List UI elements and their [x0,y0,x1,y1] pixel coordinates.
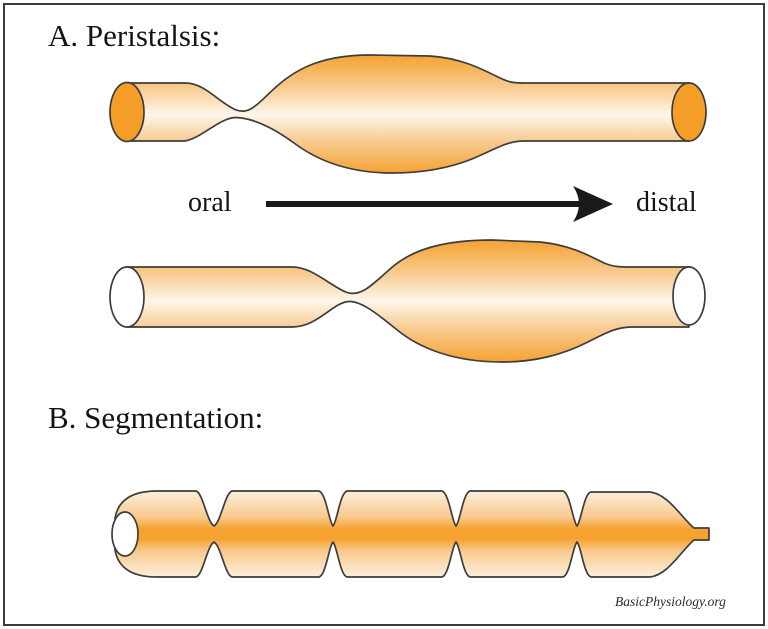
panel-b-title: B. Segmentation: [48,400,264,435]
direction-arrow [266,186,613,222]
segmentation-oral-cap [111,511,139,557]
credit-text: BasicPhysiology.org [615,594,726,609]
tube-1-oral-cap [109,81,145,143]
tube-1-distal-cap [671,82,707,142]
tube-2-oral-cap [109,266,145,328]
peristalsis-tube-early [109,54,707,174]
figure-border [3,3,765,626]
tube-2-distal-cap [672,266,706,326]
oral-label: oral [188,187,232,218]
distal-label: distal [636,187,697,218]
panel-a-title: A. Peristalsis: [48,18,221,53]
tube-2-body [126,239,690,363]
tube-1-body [126,54,690,174]
segmentation-tube [111,490,710,578]
peristalsis-tube-later [109,239,706,363]
segmentation-body [114,490,710,578]
arrowhead-icon [573,186,613,222]
